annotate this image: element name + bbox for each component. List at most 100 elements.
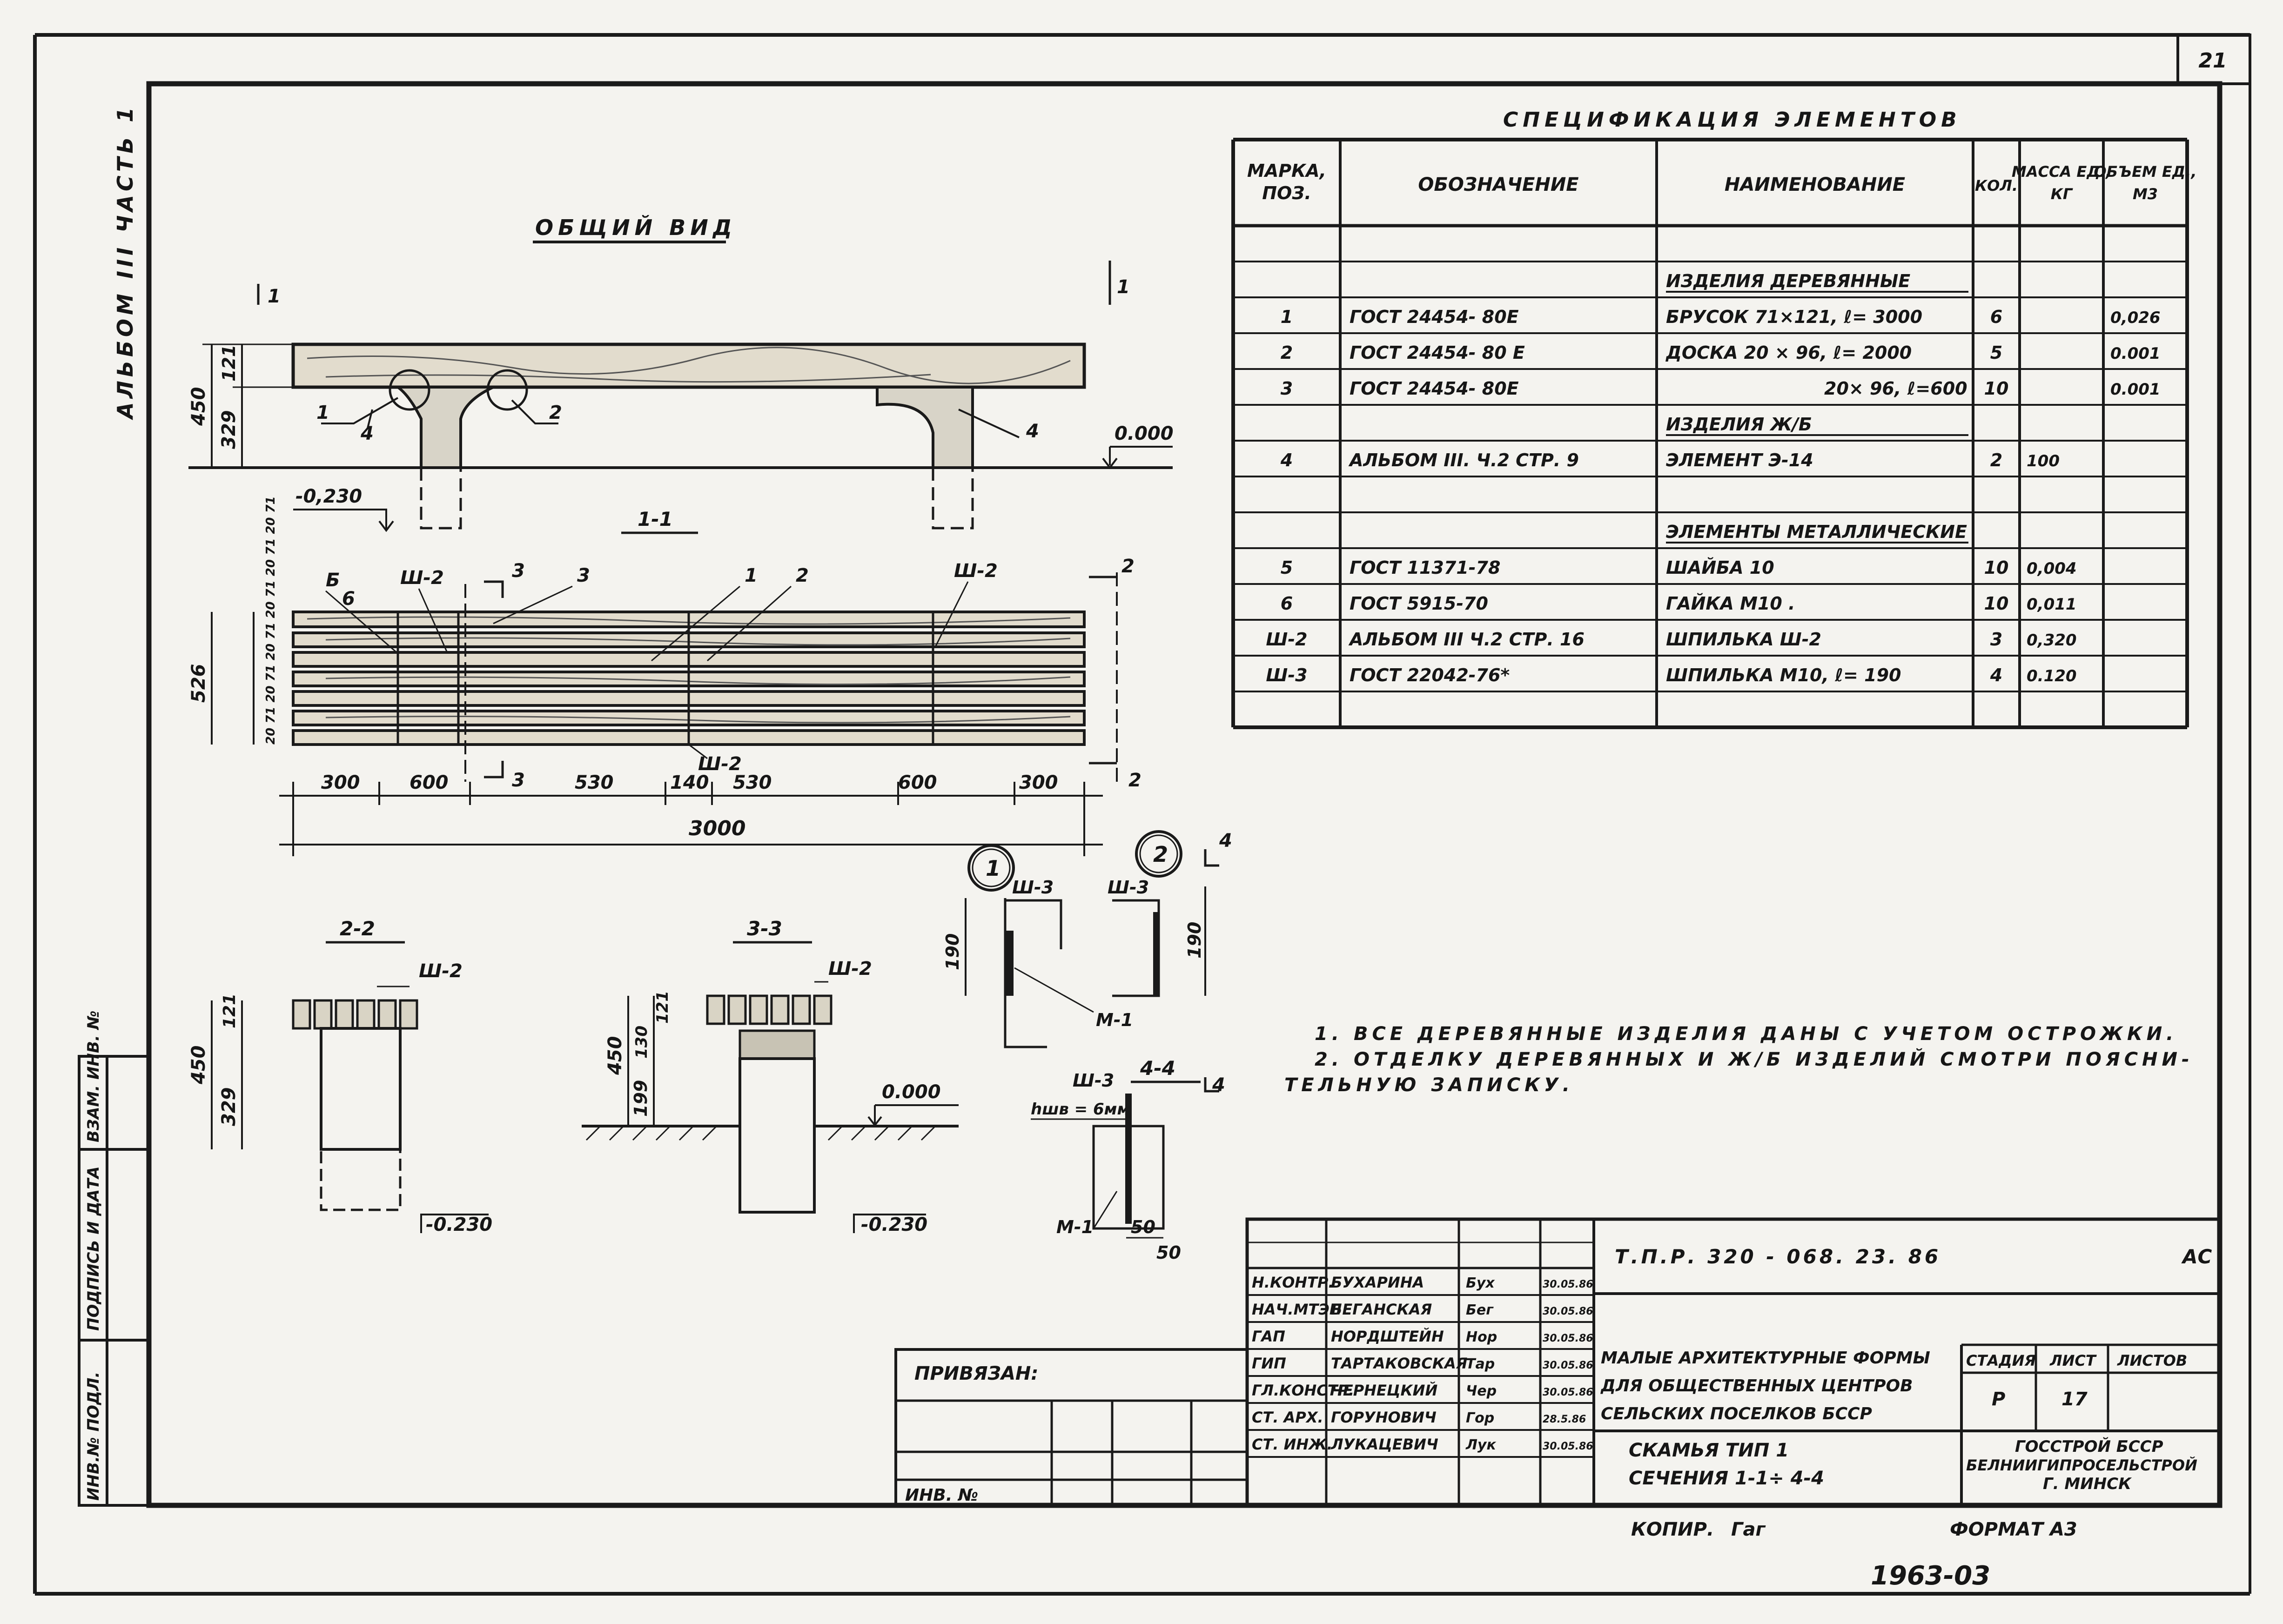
spec-header: МАРКА,ПОЗ.: [1247, 161, 1326, 203]
signer-sig: Бег: [1466, 1302, 1494, 1318]
cut-4-bottom: 4: [1212, 1074, 1225, 1096]
side-stamp-cell: ПОДПИСЬ И ДАТА: [84, 1166, 103, 1331]
m1-b: М-1: [1056, 1217, 1094, 1237]
pos-1: 1: [745, 565, 758, 586]
signer-role: Н.КОНТР.: [1252, 1274, 1334, 1291]
general-view-title: ОБЩИЙ ВИД: [535, 215, 737, 240]
spec-cell: 0,320: [2027, 631, 2077, 650]
signer-sig: Бух: [1466, 1275, 1495, 1291]
side-stamp-cell: ВЗАМ. ИНВ. №: [84, 1011, 103, 1142]
spec-cell: ГОСТ 24454- 80 Е: [1350, 342, 1525, 363]
signer-date: 30.05.86: [1543, 1333, 1593, 1344]
copy-signature: Гаг: [1731, 1519, 1766, 1540]
note-1: 1. ВСЕ ДЕРЕВЯННЫЕ ИЗДЕЛИЯ ДАНЫ С УЧЕТОМ …: [1315, 1023, 2177, 1045]
tb-org-1: ГОССТРОЙ БССР: [2015, 1437, 2163, 1456]
signer-name: ЛУКАЦЕВИЧ: [1330, 1436, 1438, 1453]
archive-number: 1963-03: [1871, 1561, 1990, 1591]
spec-title: СПЕЦИФИКАЦИЯ ЭЛЕМЕНТОВ: [1503, 108, 1961, 132]
section-4-4-title: 4-4: [1140, 1057, 1175, 1080]
dim-130: 130: [632, 1026, 651, 1059]
dim50-b: 50: [1156, 1242, 1181, 1263]
dim-121: 121: [653, 991, 672, 1024]
spec-cell: 10: [1984, 593, 2009, 614]
concrete-support-right: [876, 386, 974, 469]
signer-date: 30.05.86: [1543, 1306, 1593, 1317]
node-2: 2: [1153, 842, 1168, 867]
signer-date: 30.05.86: [1543, 1441, 1593, 1452]
tb-code: Т.П.Р. 320 - 068. 23. 86: [1615, 1245, 1941, 1268]
section-3-3-level: -0.230: [861, 1214, 927, 1235]
cut-3-bottom: 3: [512, 770, 525, 791]
spec-cell: ШПИЛЬКА Ш-2: [1666, 629, 1821, 650]
section-2-2-label: Ш-2: [419, 960, 463, 982]
spec-cell: 6: [1990, 307, 2002, 327]
section-2-2-title: 2-2: [340, 917, 375, 940]
spec-cell: 2: [1281, 342, 1293, 363]
dim-450: 450: [188, 1046, 209, 1085]
dim-121: 121: [219, 345, 239, 382]
spec-cell: АЛЬБОМ III. Ч.2 СТР. 9: [1348, 450, 1579, 470]
spec-header: НАИМЕНОВАНИЕ: [1725, 174, 1905, 195]
spec-header: КОЛ.: [1975, 177, 2018, 195]
section-3-3: 3-3 Ш-2 450 199 130 121 0.000 -0.230: [582, 917, 959, 1235]
spec-cell: Ш-3: [1266, 665, 1307, 685]
dim-329: 329: [218, 410, 240, 450]
side-stamp-cell: ИНВ.№ ПОДЛ.: [84, 1372, 103, 1501]
level-zero: 0.000: [1115, 423, 1174, 444]
tb-sheet-title-2: СЕЧЕНИЯ 1-1÷ 4-4: [1629, 1468, 1824, 1489]
spec-cell: 6: [1281, 593, 1293, 614]
spec-cell: 0.001: [2110, 344, 2161, 363]
tb-sheet-title-1: СКАМЬЯ ТИП 1: [1629, 1440, 1789, 1461]
signer-date: 30.05.86: [1543, 1279, 1593, 1290]
cut-2-top: 2: [1121, 556, 1135, 577]
label-b: Б: [326, 570, 340, 591]
side-stamp: [78, 1055, 150, 1507]
m1-a: М-1: [1096, 1010, 1133, 1030]
copy-label: КОПИР.: [1631, 1519, 1714, 1540]
tb-sheet-label: ЛИСТ: [2049, 1352, 2097, 1369]
cut-marker-right: 1: [1117, 276, 1130, 298]
format-label: ФОРМАТ А3: [1950, 1519, 2077, 1540]
spec-cell: ГАЙКА М10 .: [1666, 593, 1795, 614]
section-3-3-label: Ш-2: [828, 958, 872, 980]
sh2-b: Ш-2: [954, 560, 998, 582]
signer-name: БУХАРИНА: [1331, 1274, 1424, 1291]
spec-cell: ШАЙБА 10: [1666, 557, 1774, 578]
spec-cell: 0.001: [2110, 380, 2161, 399]
signer-sig: Лук: [1465, 1437, 1496, 1453]
signer-date: 30.05.86: [1543, 1360, 1593, 1371]
total-dim: 3000: [689, 817, 745, 840]
segment-dim: 300: [1019, 772, 1058, 793]
spec-cell: ДОСКА 20 × 96, ℓ= 2000: [1665, 342, 1912, 363]
signer-name: ТАРТАКОВСКАЯ: [1331, 1355, 1467, 1372]
segment-dim: 600: [410, 772, 449, 793]
board-dims: 20 71 20 71 20 71 20 71 20 71 20 71: [264, 496, 278, 745]
dim190-a: 190: [942, 933, 963, 970]
sh3-b: Ш-3: [1108, 877, 1149, 898]
signer-name: ГОРУНОВИЧ: [1331, 1409, 1437, 1426]
signer-role: ГИП: [1252, 1355, 1286, 1372]
cut-4-top: 4: [1219, 830, 1232, 852]
spec-cell: 0.120: [2027, 667, 2077, 685]
note-3: ТЕЛЬНУЮ ЗАПИСКУ.: [1284, 1074, 1574, 1096]
spec-cell: ГОСТ 5915-70: [1350, 593, 1488, 614]
section-3-3-level-zero: 0.000: [882, 1081, 941, 1103]
binding-block: [894, 1348, 1249, 1507]
spec-cell: ИЗДЕЛИЯ ДЕРЕВЯННЫЕ: [1666, 271, 1910, 291]
spec-cell: 3: [1281, 378, 1293, 399]
signer-role: ГАП: [1252, 1328, 1285, 1345]
notes: 1. ВСЕ ДЕРЕВЯННЫЕ ИЗДЕЛИЯ ДАНЫ С УЧЕТОМ …: [1284, 1023, 2189, 1096]
tb-project-1: МАЛЫЕ АРХИТЕКТУРНЫЕ ФОРМЫ: [1601, 1349, 1930, 1368]
segment-dim: 300: [321, 772, 360, 793]
tb-org-3: Г. МИНСК: [2043, 1475, 2132, 1493]
segment-dim: 530: [575, 772, 614, 793]
segment-dim: 600: [898, 772, 937, 793]
spec-cell: 20× 96, ℓ=600: [1824, 378, 1967, 399]
weld: hшв = 6мм: [1031, 1100, 1130, 1119]
level-minus: -0,230: [295, 486, 362, 507]
signer-sig: Чер: [1466, 1383, 1497, 1399]
spec-cell: ГОСТ 24454- 80Е: [1350, 307, 1519, 327]
tb-project-2: ДЛЯ ОБЩЕСТВЕННЫХ ЦЕНТРОВ: [1600, 1376, 1913, 1396]
signer-name: ЧЕРНЕЦКИЙ: [1331, 1382, 1437, 1399]
